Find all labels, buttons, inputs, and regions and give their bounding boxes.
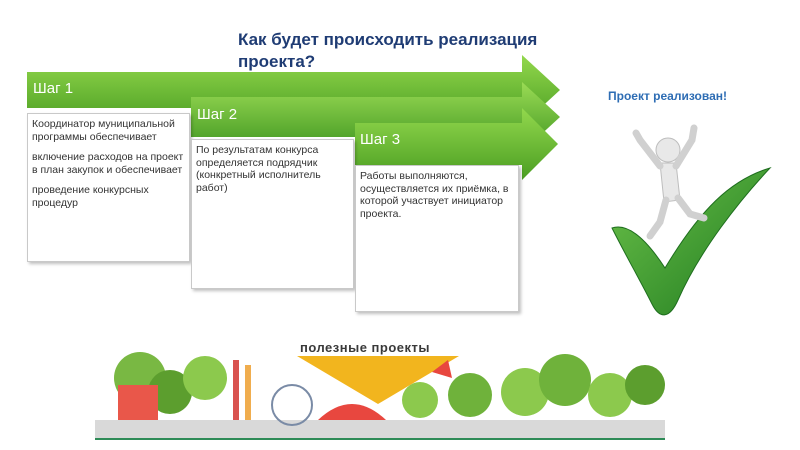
step2-label: Шаг 2: [197, 106, 238, 123]
page-title: Как будет происходить реализация проекта…: [238, 30, 538, 71]
step1-text-2: включение расходов на проект в план заку…: [32, 151, 184, 176]
step2-card: По результатам конкурса определяется под…: [191, 139, 354, 289]
step3-arrow: [355, 108, 558, 180]
project-done-label: Проект реализован!: [608, 89, 727, 103]
step1-text-1: Координатор муниципальной программы обес…: [32, 118, 175, 143]
step3-text-1: Работы выполняются, осуществляется их пр…: [360, 170, 509, 220]
step1-label: Шаг 1: [33, 80, 74, 97]
step2-text-1: По результатам конкурса определяется под…: [196, 144, 321, 194]
stick-figure-cheering-icon: [632, 124, 708, 240]
park-illustration: [95, 352, 665, 438]
step3-label: Шаг 3: [360, 131, 401, 148]
step1-text-3: проведение конкурсных процедур: [32, 184, 149, 209]
banner-title: полезные проекты: [300, 340, 430, 355]
step3-card: Работы выполняются, осуществляется их пр…: [355, 165, 519, 312]
step1-card: Координатор муниципальной программы обес…: [27, 113, 190, 262]
footer-divider: [95, 438, 665, 440]
checkmark-icon: [611, 166, 772, 316]
